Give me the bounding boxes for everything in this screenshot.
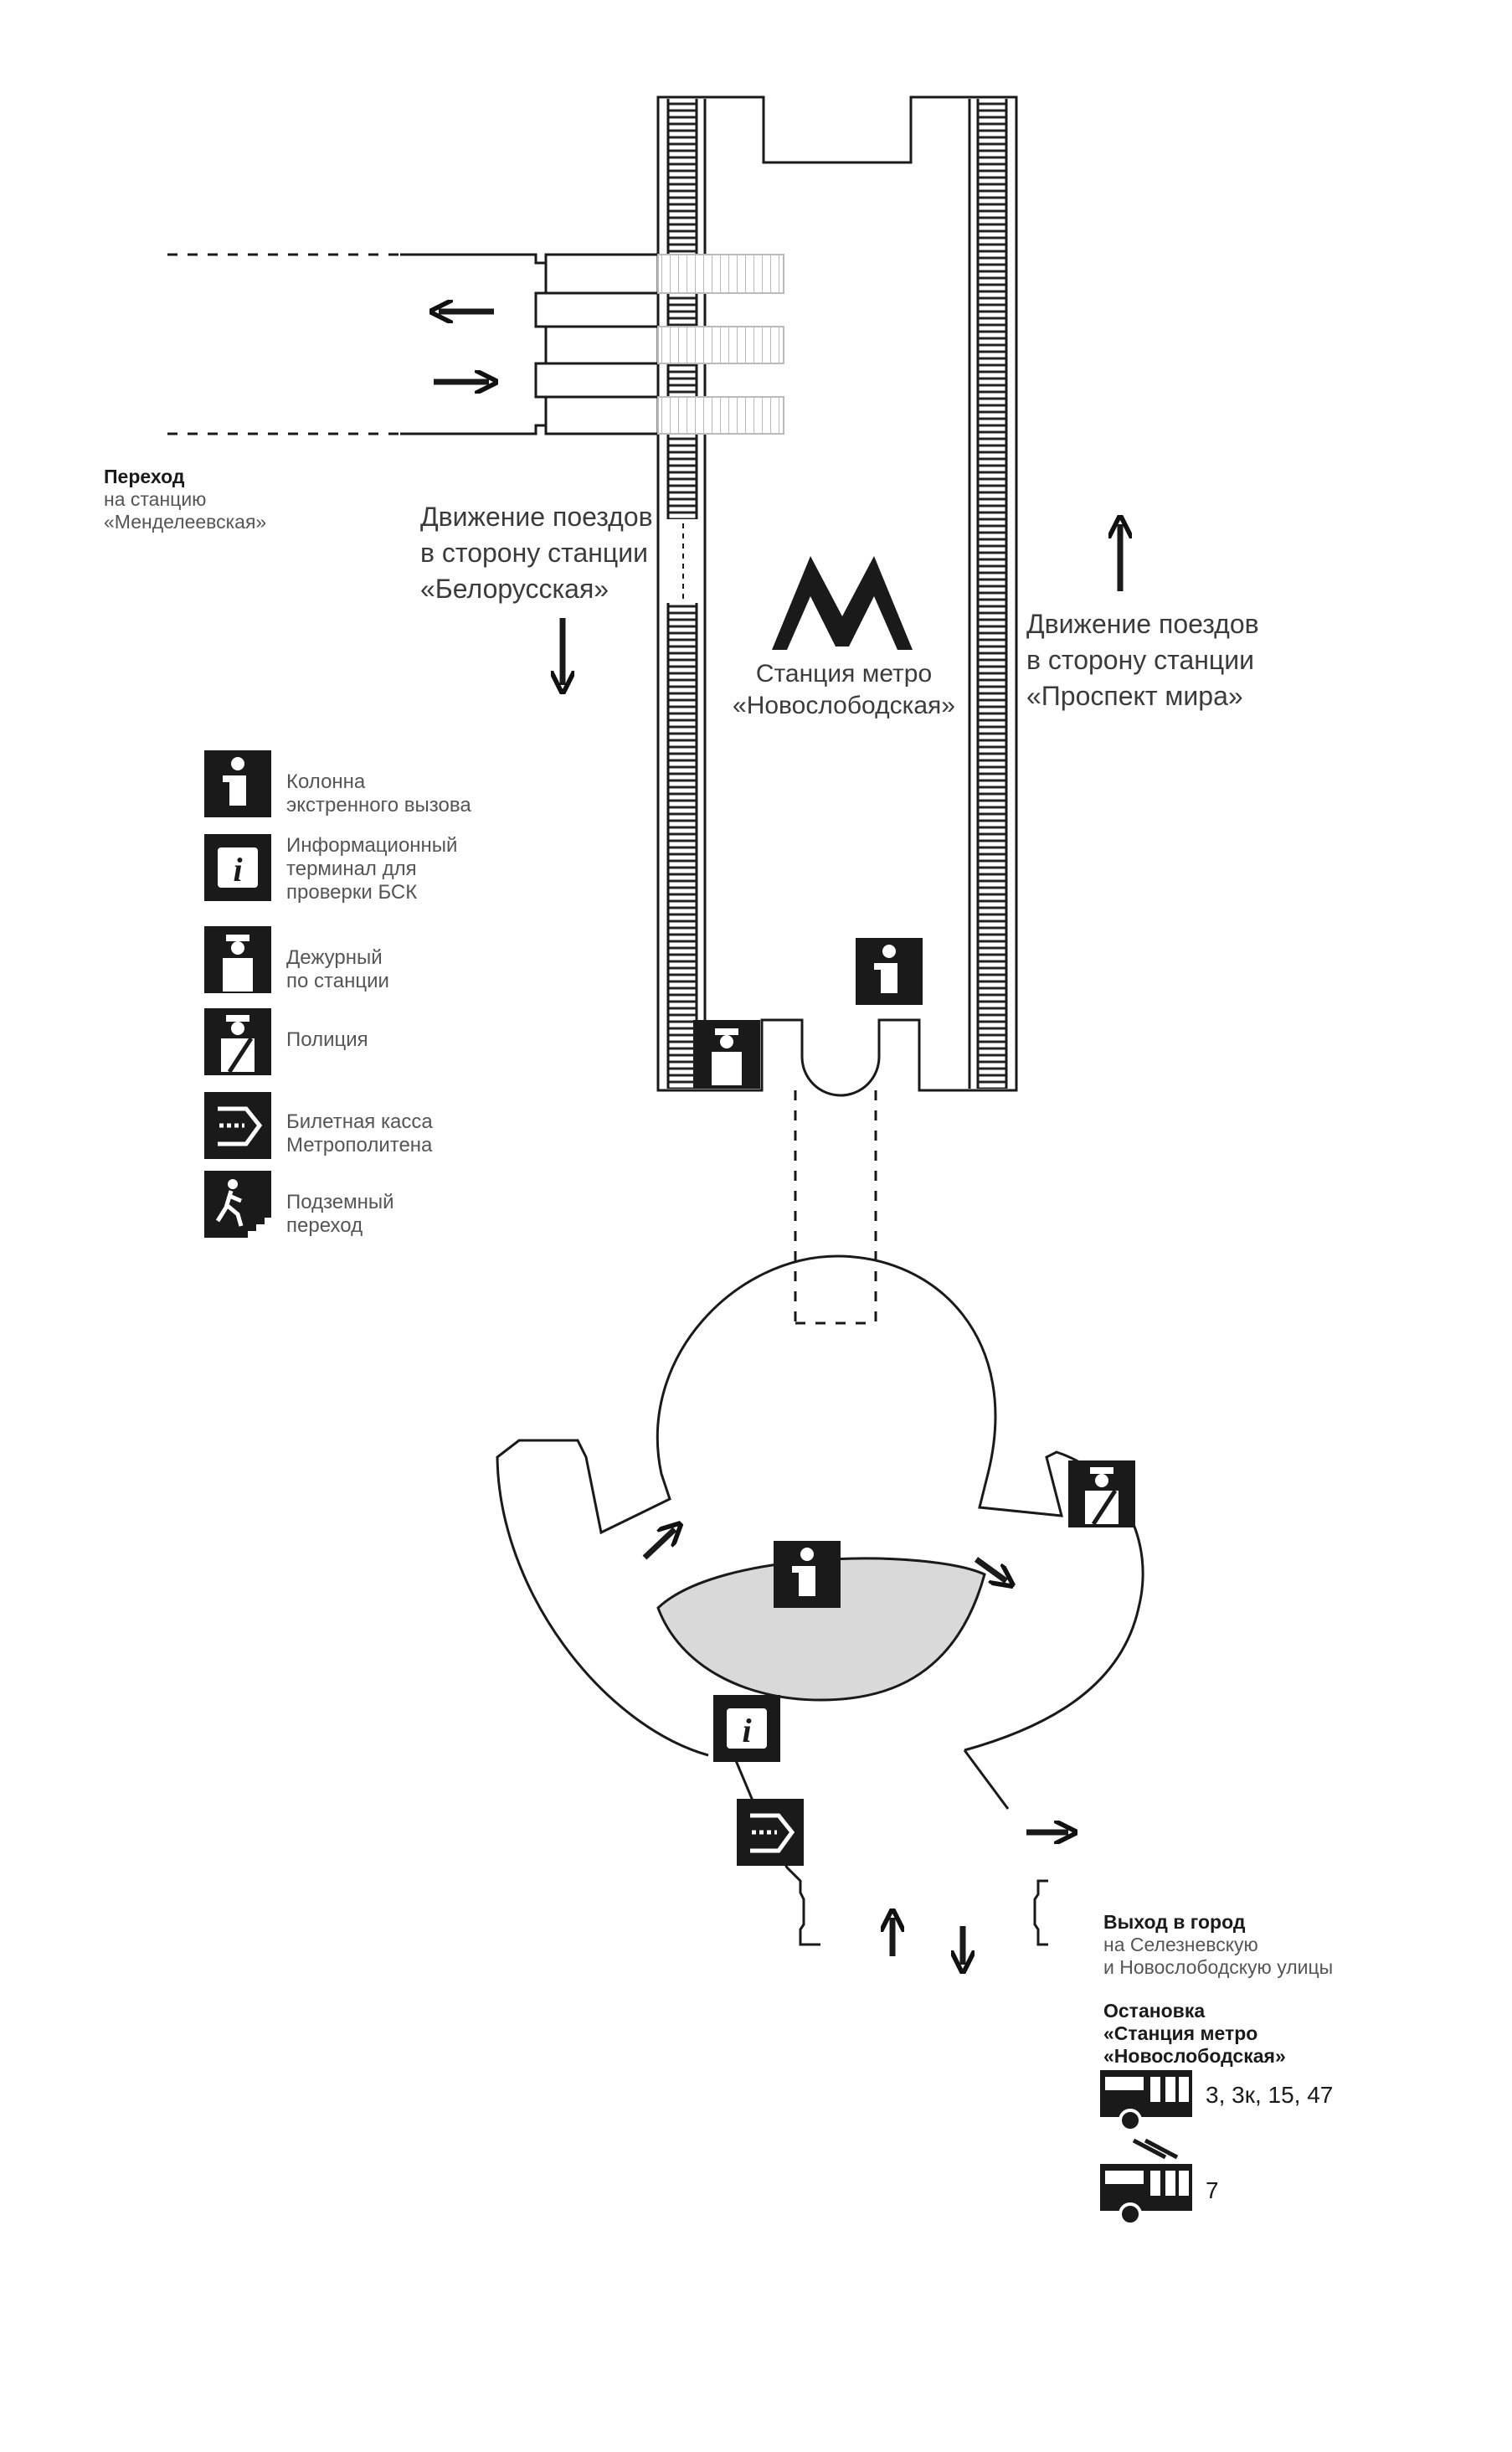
legend-label: Информационный (286, 834, 458, 857)
emergency-call-icon (856, 938, 923, 1005)
direction-east-line3: «Проспект мира» (1026, 681, 1243, 711)
legend-item-info-terminal: Информационный терминал для проверки БСК (286, 834, 457, 904)
svg-text:i: i (233, 851, 242, 889)
legend-label: Дежурный (286, 946, 383, 969)
station-name-label: Станция метро «Новослободская» (702, 658, 986, 722)
arrow-upright-icon (642, 1529, 675, 1560)
exit-label: Выход в город на Селезневскую и Новослоб… (1103, 1911, 1333, 1979)
bus-routes: 3, 3к, 15, 47 (1206, 2082, 1334, 2108)
connector-passage (794, 1090, 877, 1325)
stop-line2: «Станция метро (1103, 2022, 1258, 2044)
exit-title: Выход в город (1103, 1911, 1246, 1933)
metro-m-logo-icon (772, 556, 913, 650)
legend-underpass-icon (204, 1171, 271, 1238)
trolleybus-icon (1100, 2138, 1192, 2226)
legend-label: Билетная касса (286, 1110, 433, 1133)
vestibule (496, 1254, 1144, 1946)
direction-east-line2: в сторону станции (1026, 645, 1254, 675)
transfer-line2: на станцию (104, 488, 207, 510)
legend-label: Подземный (286, 1191, 394, 1213)
legend-item-ticket-office: Билетная касса Метрополитена (286, 1110, 433, 1157)
exit-line2: на Селезневскую (1103, 1934, 1258, 1955)
direction-west-line3: «Белорусская» (420, 574, 609, 604)
stairs-1 (657, 254, 784, 294)
exit-line3: и Новослободскую улицы (1103, 1956, 1334, 1978)
legend-label: Метрополитена (286, 1134, 433, 1156)
legend-label: переход (286, 1214, 363, 1237)
stairs-2 (657, 326, 784, 364)
stop-line3: «Новослободская» (1103, 2045, 1286, 2067)
station-line2: «Новослободская» (733, 692, 955, 719)
transfer-corridors (167, 253, 784, 435)
transfer-title: Переход (104, 466, 185, 487)
legend-item-station-attendant: Дежурный по станции (286, 946, 389, 993)
direction-east-label: Движение поездов в сторону станции «Прос… (1026, 606, 1259, 714)
legend-label: Полиция (286, 1028, 368, 1051)
legend-label: Колонна (286, 770, 366, 793)
emergency-call-icon (774, 1541, 841, 1608)
stop-line1: Остановка (1103, 2000, 1206, 2022)
legend-station-attendant-icon (204, 926, 271, 993)
legend-police-icon (204, 1008, 271, 1075)
station-attendant-icon (693, 1020, 760, 1089)
bus-icon (1100, 2070, 1192, 2132)
legend-label: терминал для (286, 858, 417, 880)
legend-label: проверки БСК (286, 881, 418, 904)
direction-west-label: Движение поездов в сторону станции «Бело… (420, 499, 653, 607)
direction-west-line2: в сторону станции (420, 538, 648, 568)
track-east (978, 99, 1006, 1089)
legend-label: по станции (286, 970, 389, 992)
ticket-office-icon (737, 1799, 804, 1866)
legend-item-police: Полиция (286, 1028, 368, 1052)
direction-west-line1: Движение поездов (420, 502, 653, 532)
info-terminal-icon: i (713, 1695, 780, 1762)
police-icon (1068, 1460, 1135, 1527)
legend-label: экстренного вызова (286, 794, 471, 816)
legend-emergency-call-icon (204, 750, 271, 817)
direction-east-line1: Движение поездов (1026, 609, 1259, 639)
station-line1: Станция метро (755, 660, 933, 688)
legend-info-terminal-icon: i (204, 834, 271, 901)
trolleybus-routes: 7 (1206, 2177, 1219, 2203)
legend-item-underpass: Подземный переход (286, 1191, 394, 1238)
transfer-line3: «Менделеевская» (104, 511, 267, 533)
platform (656, 95, 1018, 1097)
stop-label: Остановка «Станция метро «Новослободская… (1103, 2000, 1286, 2068)
arrow-downright-icon (974, 1557, 1006, 1581)
transfer-label: Переход на станцию «Менделеевская» (104, 466, 266, 533)
stairs-3 (657, 396, 784, 435)
legend-ticket-office-icon (204, 1092, 271, 1159)
legend-item-emergency-call: Колонна экстренного вызова (286, 770, 471, 817)
svg-text:i: i (742, 1712, 751, 1749)
